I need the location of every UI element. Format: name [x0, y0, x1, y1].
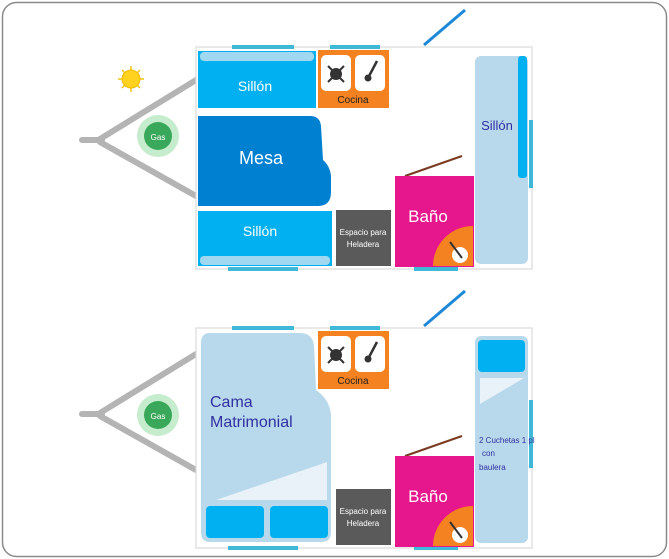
bunk-beds: 2 Cuchetas 1 pl con baulera	[475, 336, 535, 543]
sun-icon	[118, 66, 144, 92]
bed-label-line2: Matrimonial	[210, 414, 293, 431]
fridge-space-line2: Heladera	[347, 240, 380, 249]
fridge-space-night-line1: Espacio para	[340, 507, 387, 516]
bed-label-line1: Cama	[210, 394, 253, 411]
kitchen-label-night: Cocina	[337, 376, 369, 387]
bathroom: Baño	[395, 155, 474, 267]
kitchen-night: Cocina	[318, 331, 389, 389]
sink-icon-night	[364, 341, 379, 363]
sink-icon	[364, 60, 379, 82]
fridge-space: Espacio para Heladera	[336, 210, 391, 266]
bathroom-door	[404, 155, 463, 177]
bunks-line3: baulera	[479, 463, 506, 472]
stove-icon-night	[327, 346, 345, 364]
bunks-line2: con	[482, 449, 495, 458]
bathroom-door-night	[404, 435, 463, 457]
windows-night	[228, 326, 533, 550]
tow-hitch-night	[79, 351, 199, 473]
gas-tank: Gas	[137, 115, 179, 157]
bunks-line1: 2 Cuchetas 1 pl	[479, 436, 535, 445]
gas-label-night: Gas	[151, 412, 166, 421]
bathroom-label-night: Baño	[408, 487, 448, 506]
fridge-space-night-line2: Heladera	[347, 519, 380, 528]
sofa-bottom: Sillón	[198, 211, 332, 266]
fridge-space-line1: Espacio para	[340, 228, 387, 237]
kitchen-label: Cocina	[337, 95, 369, 106]
bathroom-night: Baño	[395, 435, 474, 547]
door-night	[423, 289, 466, 328]
side-sofa-label: Sillón	[481, 118, 513, 133]
sofa-bottom-label: Sillón	[243, 223, 277, 239]
gas-label: Gas	[151, 133, 166, 142]
kitchen: Cocina	[318, 50, 389, 108]
stove-icon	[327, 65, 345, 83]
tow-hitch	[79, 77, 199, 199]
side-sofa: Sillón	[475, 56, 528, 264]
fridge-space-night: Espacio para Heladera	[336, 489, 391, 545]
table: Mesa	[198, 116, 331, 206]
sofa-top: Sillón	[198, 51, 316, 108]
day-plan: Gas Sillón	[79, 8, 533, 271]
gas-tank-night: Gas	[137, 394, 179, 436]
double-bed: Cama Matrimonial	[201, 333, 331, 542]
sofa-top-label: Sillón	[238, 78, 272, 94]
night-plan: Gas Cama Matrimonial	[79, 289, 535, 550]
windows	[228, 45, 533, 271]
table-label: Mesa	[239, 148, 284, 168]
bathroom-label: Baño	[408, 207, 448, 226]
door	[423, 8, 466, 47]
